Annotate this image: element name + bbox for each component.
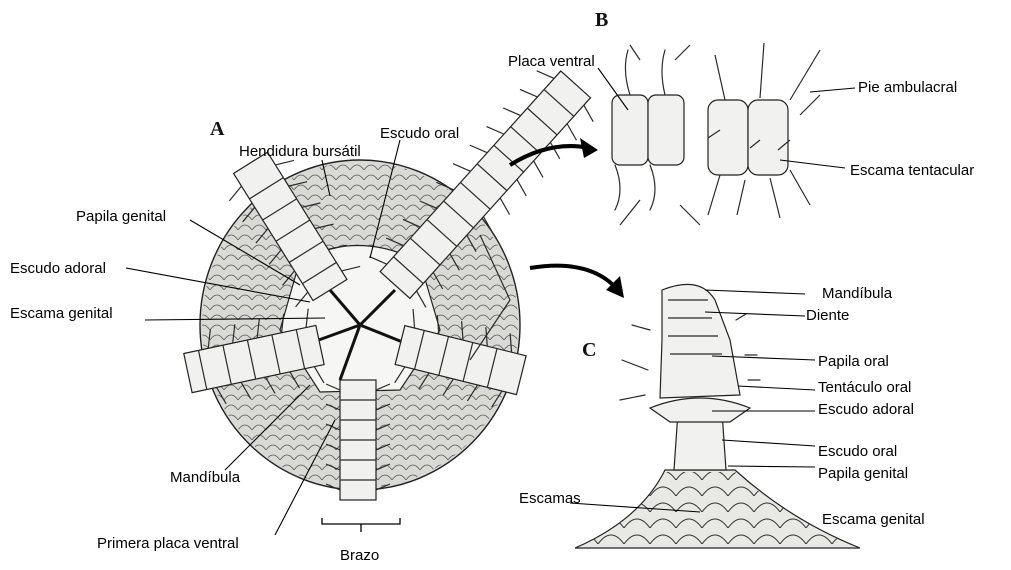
- label-escudo-oral-c: Escudo oral: [818, 443, 897, 460]
- arm-bracket: [322, 518, 400, 532]
- label-escama-tentacular: Escama tentacular: [850, 162, 974, 179]
- label-placa-ventral: Placa ventral: [508, 53, 595, 70]
- label-pie-ambulacral: Pie ambulacral: [858, 79, 957, 96]
- label-mandibula-c: Mandíbula: [822, 285, 893, 302]
- label-brazo: Brazo: [340, 547, 379, 564]
- arrow-a-to-c: [530, 266, 618, 290]
- label-escama-genital-c: Escama genital: [822, 511, 925, 528]
- label-tentaculo-oral: Tentáculo oral: [818, 379, 911, 396]
- label-escudo-oral-a: Escudo oral: [380, 125, 459, 142]
- label-mandibula-a: Mandíbula: [170, 469, 241, 486]
- adoral-shields: [650, 398, 750, 422]
- panel-c-letter: C: [582, 339, 596, 361]
- panel-a-letter: A: [210, 118, 225, 140]
- label-primera-placa-ventral: Primera placa ventral: [97, 535, 239, 552]
- label-papila-oral: Papila oral: [818, 353, 889, 370]
- label-diente: Diente: [806, 307, 849, 324]
- label-papila-genital-a: Papila genital: [76, 208, 166, 225]
- label-escudo-adoral-a: Escudo adoral: [10, 260, 106, 277]
- label-escama-genital-a: Escama genital: [10, 305, 113, 322]
- label-escudo-adoral-c: Escudo adoral: [818, 401, 914, 418]
- label-hendidura-bursatil: Hendidura bursátil: [239, 143, 361, 160]
- jaw: [660, 284, 740, 398]
- label-escamas: Escamas: [519, 490, 581, 507]
- label-papila-genital-c: Papila genital: [818, 465, 908, 482]
- panel-b-letter: B: [595, 9, 608, 31]
